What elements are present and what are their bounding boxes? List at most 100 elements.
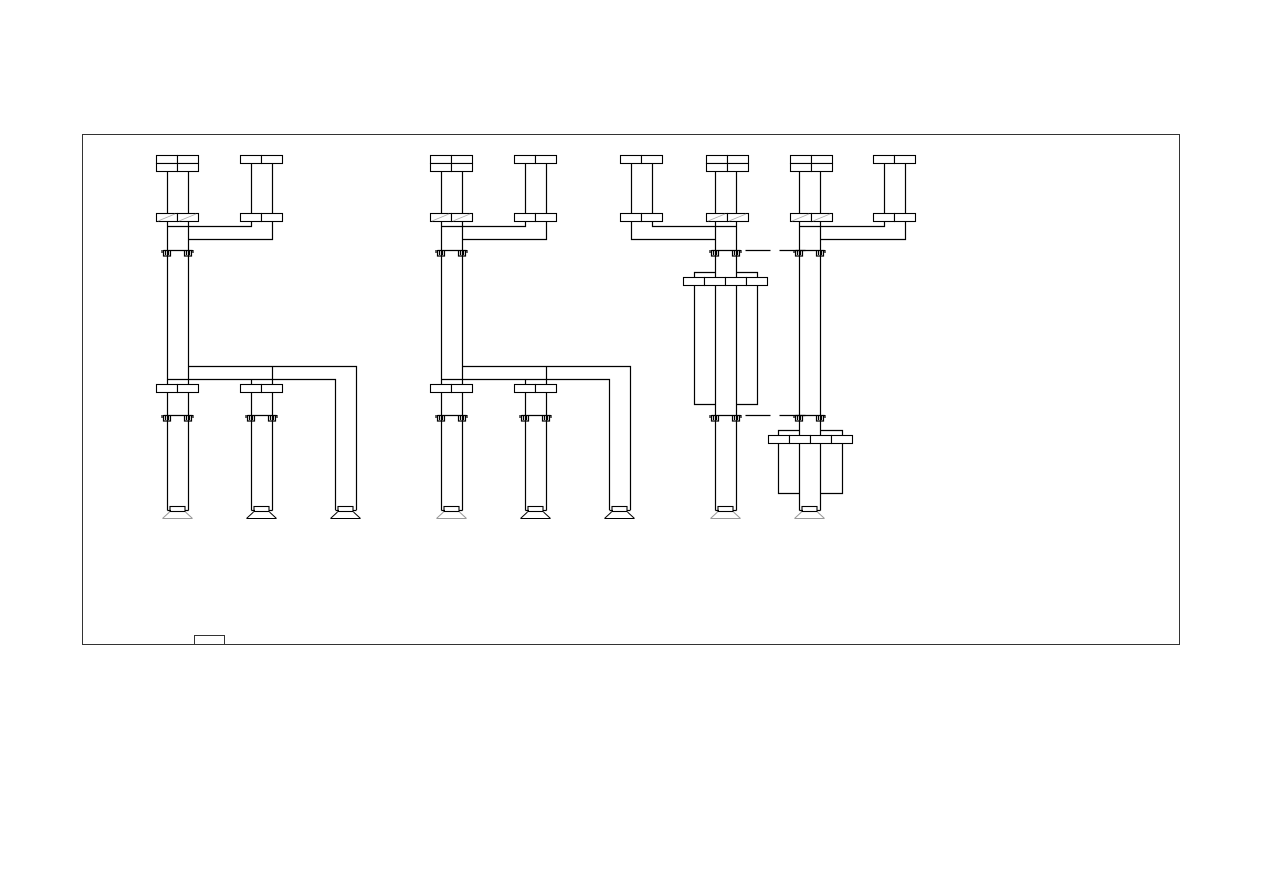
wire <box>799 221 886 228</box>
loop-connector-cell <box>703 276 727 287</box>
terminal-clamp-icon <box>436 250 446 257</box>
wire <box>462 221 548 241</box>
main-top-connector-cell <box>705 154 729 165</box>
loop-connector-cell <box>809 434 833 445</box>
speaker-cone-icon <box>604 511 635 519</box>
circuit-4 <box>767 154 917 519</box>
speaker-cone-icon <box>246 511 277 519</box>
speaker-body <box>253 505 270 513</box>
terminal-clamp-icon <box>267 415 277 422</box>
loop-connector-cell <box>788 434 812 445</box>
branch-mid-connector-cell <box>872 212 896 223</box>
branch-top-connector-cell <box>260 154 284 165</box>
terminal-clamp-icon <box>731 415 741 422</box>
main-top-connector-cell <box>176 154 200 165</box>
hatch <box>157 213 176 222</box>
main-low-connector-cell <box>176 383 200 394</box>
terminal-clamp-icon <box>815 415 825 422</box>
terminal-clamp-icon <box>541 415 551 422</box>
main-top-connector-cell <box>726 154 750 165</box>
main-top-connector-cell <box>450 154 474 165</box>
loop-connector-cell <box>745 276 769 287</box>
main-top-connector-cell <box>726 162 750 173</box>
branch-top-connector-cell <box>872 154 896 165</box>
branch-mid-connector-cell <box>893 212 917 223</box>
main-low-connector-cell <box>429 383 453 394</box>
hatch <box>707 213 726 222</box>
circuit-3 <box>619 154 769 519</box>
branch-top-connector-cell <box>640 154 664 165</box>
branch-mid-connector-cell <box>619 212 643 223</box>
main-top-connector-cell <box>450 162 474 173</box>
title-tab <box>194 635 225 645</box>
hatch <box>791 213 810 222</box>
branch-low-connector-cell <box>534 383 558 394</box>
branch-mid-connector-cell <box>534 212 558 223</box>
speaker-cone-icon <box>520 511 551 519</box>
main-top-connector-cell <box>705 162 729 173</box>
terminal-clamp-icon <box>710 415 720 422</box>
loop-connector-cell <box>767 434 791 445</box>
wire <box>777 429 844 495</box>
main-top-connector-cell <box>176 162 200 173</box>
hatch <box>178 213 197 222</box>
terminal-clamp-icon <box>815 250 825 257</box>
terminal-clamp-icon <box>731 250 741 257</box>
main-top-connector-cell <box>155 154 179 165</box>
branch-mid-connector-cell <box>640 212 664 223</box>
wire <box>188 365 358 510</box>
terminal-clamp-icon <box>183 250 193 257</box>
terminal-clamp-icon <box>710 250 720 257</box>
speaker-body <box>527 505 544 513</box>
wire <box>441 221 527 228</box>
hatch <box>728 213 747 222</box>
speaker-body <box>717 505 734 513</box>
branch-low-connector-cell <box>260 383 284 394</box>
speaker-body <box>801 505 818 513</box>
main-low-connector-cell <box>450 383 474 394</box>
speaker-cone-icon <box>162 511 193 519</box>
wire <box>441 378 611 510</box>
terminal-clamp-icon <box>162 415 172 422</box>
speaker-cone-icon <box>710 511 741 519</box>
branch-low-connector-cell <box>239 383 263 394</box>
wire <box>188 221 274 241</box>
terminal-clamp-icon <box>794 415 804 422</box>
branch-top-connector-cell <box>534 154 558 165</box>
wire <box>462 365 632 510</box>
main-top-connector-cell <box>789 162 813 173</box>
loop-connector-cell <box>724 276 748 287</box>
branch-top-connector-cell <box>239 154 263 165</box>
speaker-cone-icon <box>436 511 467 519</box>
hatch <box>431 213 450 222</box>
speaker-cone-icon <box>794 511 825 519</box>
loop-connector-cell <box>682 276 706 287</box>
wire <box>167 221 253 228</box>
speaker-body <box>443 505 460 513</box>
main-top-connector-cell <box>789 154 813 165</box>
branch-mid-connector-cell <box>239 212 263 223</box>
main-top-connector-cell <box>429 154 453 165</box>
branch-low-connector-cell <box>513 383 537 394</box>
terminal-clamp-icon <box>457 250 467 257</box>
main-top-connector-cell <box>429 162 453 173</box>
wire <box>693 271 759 406</box>
speaker-body <box>337 505 354 513</box>
wire <box>820 221 907 241</box>
wire <box>167 378 337 510</box>
wire <box>651 221 737 228</box>
main-top-connector-cell <box>155 162 179 173</box>
terminal-clamp-icon <box>162 250 172 257</box>
speaker-body <box>611 505 628 513</box>
branch-mid-connector-cell <box>260 212 284 223</box>
terminal-clamp-icon <box>794 250 804 257</box>
terminal-clamp-icon <box>183 415 193 422</box>
branch-top-connector-cell <box>619 154 643 165</box>
terminal-clamp-icon <box>436 415 446 422</box>
wire <box>630 221 716 241</box>
drawing-frame <box>82 134 1180 645</box>
hatch <box>452 213 471 222</box>
branch-mid-connector-cell <box>513 212 537 223</box>
speaker-cone-icon <box>330 511 361 519</box>
